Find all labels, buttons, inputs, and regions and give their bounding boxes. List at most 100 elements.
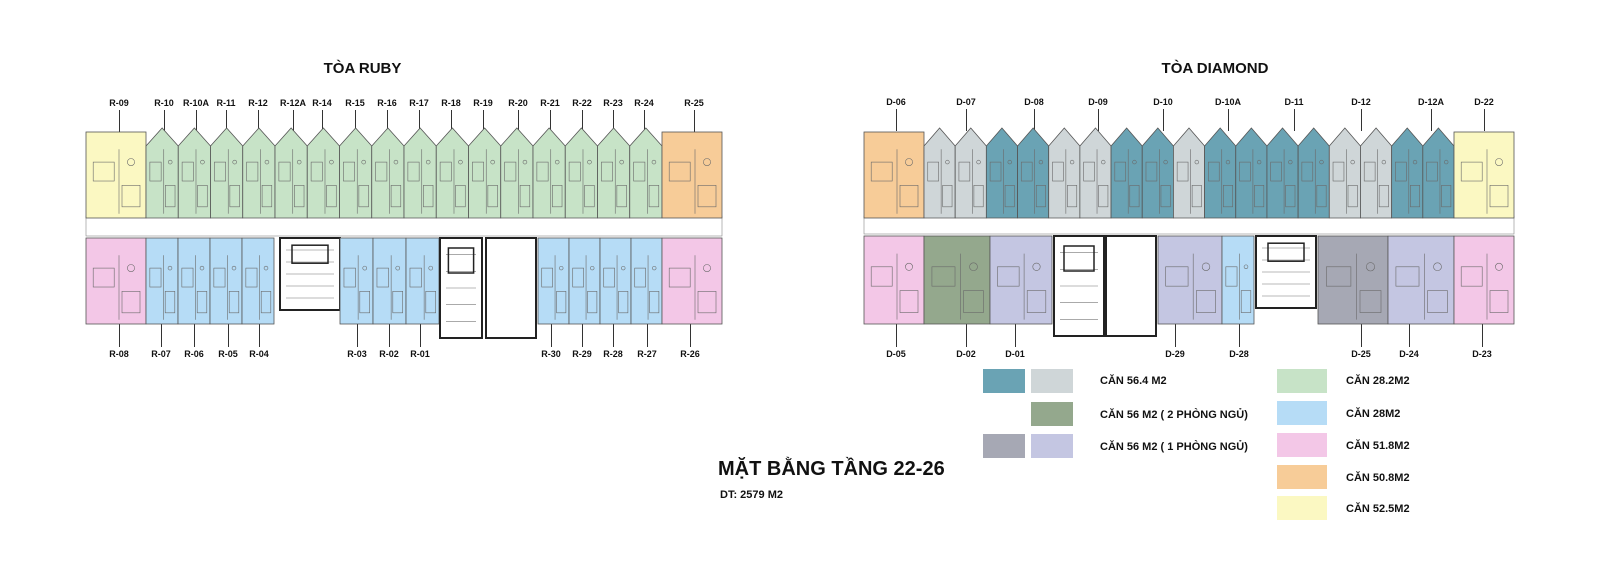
ruby-top-unit-leader-line xyxy=(119,110,120,132)
diamond-unit-d28 xyxy=(1221,235,1255,325)
diamond-unit-top-bed xyxy=(1332,161,1345,182)
diamond-unit-top-bed xyxy=(1301,161,1314,182)
ruby-bottom-unit-leader-line xyxy=(161,314,162,347)
ruby-unit-top-bath xyxy=(487,185,498,208)
ruby-unit-top-bed xyxy=(181,161,194,182)
ruby-unit-top-bed xyxy=(504,161,517,182)
ruby-top-unit-label: R-21 xyxy=(540,98,560,108)
diamond-bottom-unit-leader-line xyxy=(966,314,967,347)
ruby-unit-top xyxy=(468,127,502,219)
ruby-unit-top-bed xyxy=(472,161,484,182)
ruby-bottom-unit-label: R-04 xyxy=(249,349,269,359)
ruby-unit-bottom-east xyxy=(630,237,663,325)
ruby-unit-top-fixture xyxy=(619,159,624,165)
legend-label-51-8: CĂN 51.8M2 xyxy=(1346,440,1410,452)
ruby-unit-bottom-middle-fixture xyxy=(428,265,434,271)
diamond-unit-top-fixture xyxy=(976,159,981,165)
diamond-unit-top-fixture xyxy=(945,159,950,165)
ruby-unit-top-bed xyxy=(601,161,613,182)
ruby-unit-bottom-west xyxy=(241,237,275,325)
ruby-unit-top-bed xyxy=(439,161,452,182)
legend-swatch-51-8 xyxy=(1277,433,1327,457)
ruby-unit-top-bed xyxy=(246,161,259,182)
ruby-top-unit-label: R-18 xyxy=(441,98,461,108)
ruby-unit-top-bath xyxy=(358,185,369,208)
diamond-unit-d22-bed xyxy=(1460,161,1483,182)
legend-swatch-56-1br-b xyxy=(1031,434,1073,458)
ruby-top-unit-leader-line xyxy=(451,110,452,132)
ruby-unit-bottom-east xyxy=(599,237,632,325)
ruby-top-unit-leader-line xyxy=(644,110,645,132)
ruby-unit-bottom-middle-bed xyxy=(376,267,389,288)
diamond-unit-d05 xyxy=(863,235,925,325)
ruby-unit-top-fixture xyxy=(587,159,592,165)
ruby-unit-bottom-west-fixture xyxy=(199,265,205,271)
ruby-top-unit-leader-line xyxy=(322,110,323,132)
diamond-unit-d02-fixture xyxy=(969,262,978,272)
ruby-bottom-unit-leader-line xyxy=(551,314,552,347)
ruby-unit-top-bath xyxy=(197,185,208,208)
ruby-unit-bottom-middle xyxy=(372,237,407,325)
diamond-top-unit-label: D-12 xyxy=(1351,97,1371,107)
diamond-unit-top-bath xyxy=(1160,185,1171,208)
legend-label-56-2br: CĂN 56 M2 ( 2 PHÒNG NGỦ) xyxy=(1100,409,1248,421)
ruby-top-unit-leader-line xyxy=(355,110,356,132)
diamond-unit-top-bath xyxy=(1004,185,1015,208)
diamond-unit-d23-fixture xyxy=(1495,262,1503,271)
legend-swatch-56-1br-a xyxy=(983,434,1025,458)
ruby-unit-bottom-east xyxy=(568,237,601,325)
diamond-top-unit-label: D-09 xyxy=(1088,97,1108,107)
ruby-unit-top xyxy=(306,127,340,219)
ruby-unit-bottom-east-bath xyxy=(587,291,598,314)
diamond-unit-top-fixture xyxy=(1225,159,1231,165)
diamond-bottom-unit-leader-line xyxy=(1239,314,1240,347)
ruby-unit-top-fixture xyxy=(522,159,528,165)
diamond-unit-d01-fixture xyxy=(1032,262,1041,271)
ruby-bottom-unit-leader-line xyxy=(690,314,691,347)
ruby-unit-bottom-middle-bath xyxy=(359,291,370,314)
diamond-unit-d28-bed xyxy=(1225,266,1238,287)
ruby-unit-r09-fixture xyxy=(127,158,135,166)
ruby-corridor xyxy=(85,215,723,237)
ruby-unit-top-bath xyxy=(519,185,531,208)
ruby-unit-top xyxy=(500,127,534,219)
diamond-bottom-unit-label: D-24 xyxy=(1399,349,1419,359)
diamond-unit-d23 xyxy=(1453,235,1515,325)
ruby-unit-top-bed xyxy=(214,161,226,182)
diamond-unit-d23-bed xyxy=(1460,266,1483,287)
diamond-unit-top-bath xyxy=(1129,185,1140,208)
diamond-unit-top-bed xyxy=(1176,161,1189,182)
diamond-bottom-unit-label: D-25 xyxy=(1351,349,1371,359)
ruby-unit-bottom-west-fixture xyxy=(167,265,173,271)
ruby-top-unit-leader-line xyxy=(694,110,695,132)
diamond-unit-top-bath xyxy=(1410,185,1421,208)
diamond-unit-top-bed xyxy=(1363,161,1376,182)
diamond-unit-top-bed xyxy=(927,161,939,182)
diamond-unit-d22 xyxy=(1453,131,1515,219)
ruby-unit-top-fixture xyxy=(554,159,560,165)
ruby-bottom-unit-label: R-07 xyxy=(151,349,171,359)
diamond-unit-d28-bath xyxy=(1240,290,1252,313)
ruby-unit-bottom-west-bed xyxy=(245,267,258,288)
ruby-unit-r09-bed xyxy=(92,161,115,182)
ruby-unit-top-bed xyxy=(568,161,581,182)
diamond-unit-top xyxy=(1141,127,1174,219)
diamond-bottom-unit-leader-line xyxy=(1361,314,1362,347)
ruby-unit-bottom-west-bed xyxy=(149,267,162,288)
ruby-bottom-unit-label: R-27 xyxy=(637,349,657,359)
ruby-top-unit-leader-line xyxy=(226,110,227,132)
diamond-unit-top-fixture xyxy=(1256,159,1262,165)
diamond-unit-top xyxy=(1391,127,1424,219)
ruby-top-unit-label: R-10 xyxy=(154,98,174,108)
ruby-unit-bottom-middle-bath xyxy=(425,291,436,314)
ruby-unit-r25-fixture xyxy=(703,158,711,166)
legend-label-28: CĂN 28M2 xyxy=(1346,408,1401,420)
ruby-unit-bottom-east xyxy=(537,237,570,325)
ruby-top-unit-leader-line xyxy=(419,110,420,132)
ruby-unit-bottom-east-bath xyxy=(618,291,629,314)
ruby-unit-bottom-west-bath xyxy=(164,291,176,314)
diamond-unit-top-fixture xyxy=(1132,159,1137,165)
diamond-bottom-unit-label: D-23 xyxy=(1472,349,1492,359)
diamond-unit-d29-bed xyxy=(1165,266,1189,287)
diamond-unit-top-bed xyxy=(1395,161,1407,182)
